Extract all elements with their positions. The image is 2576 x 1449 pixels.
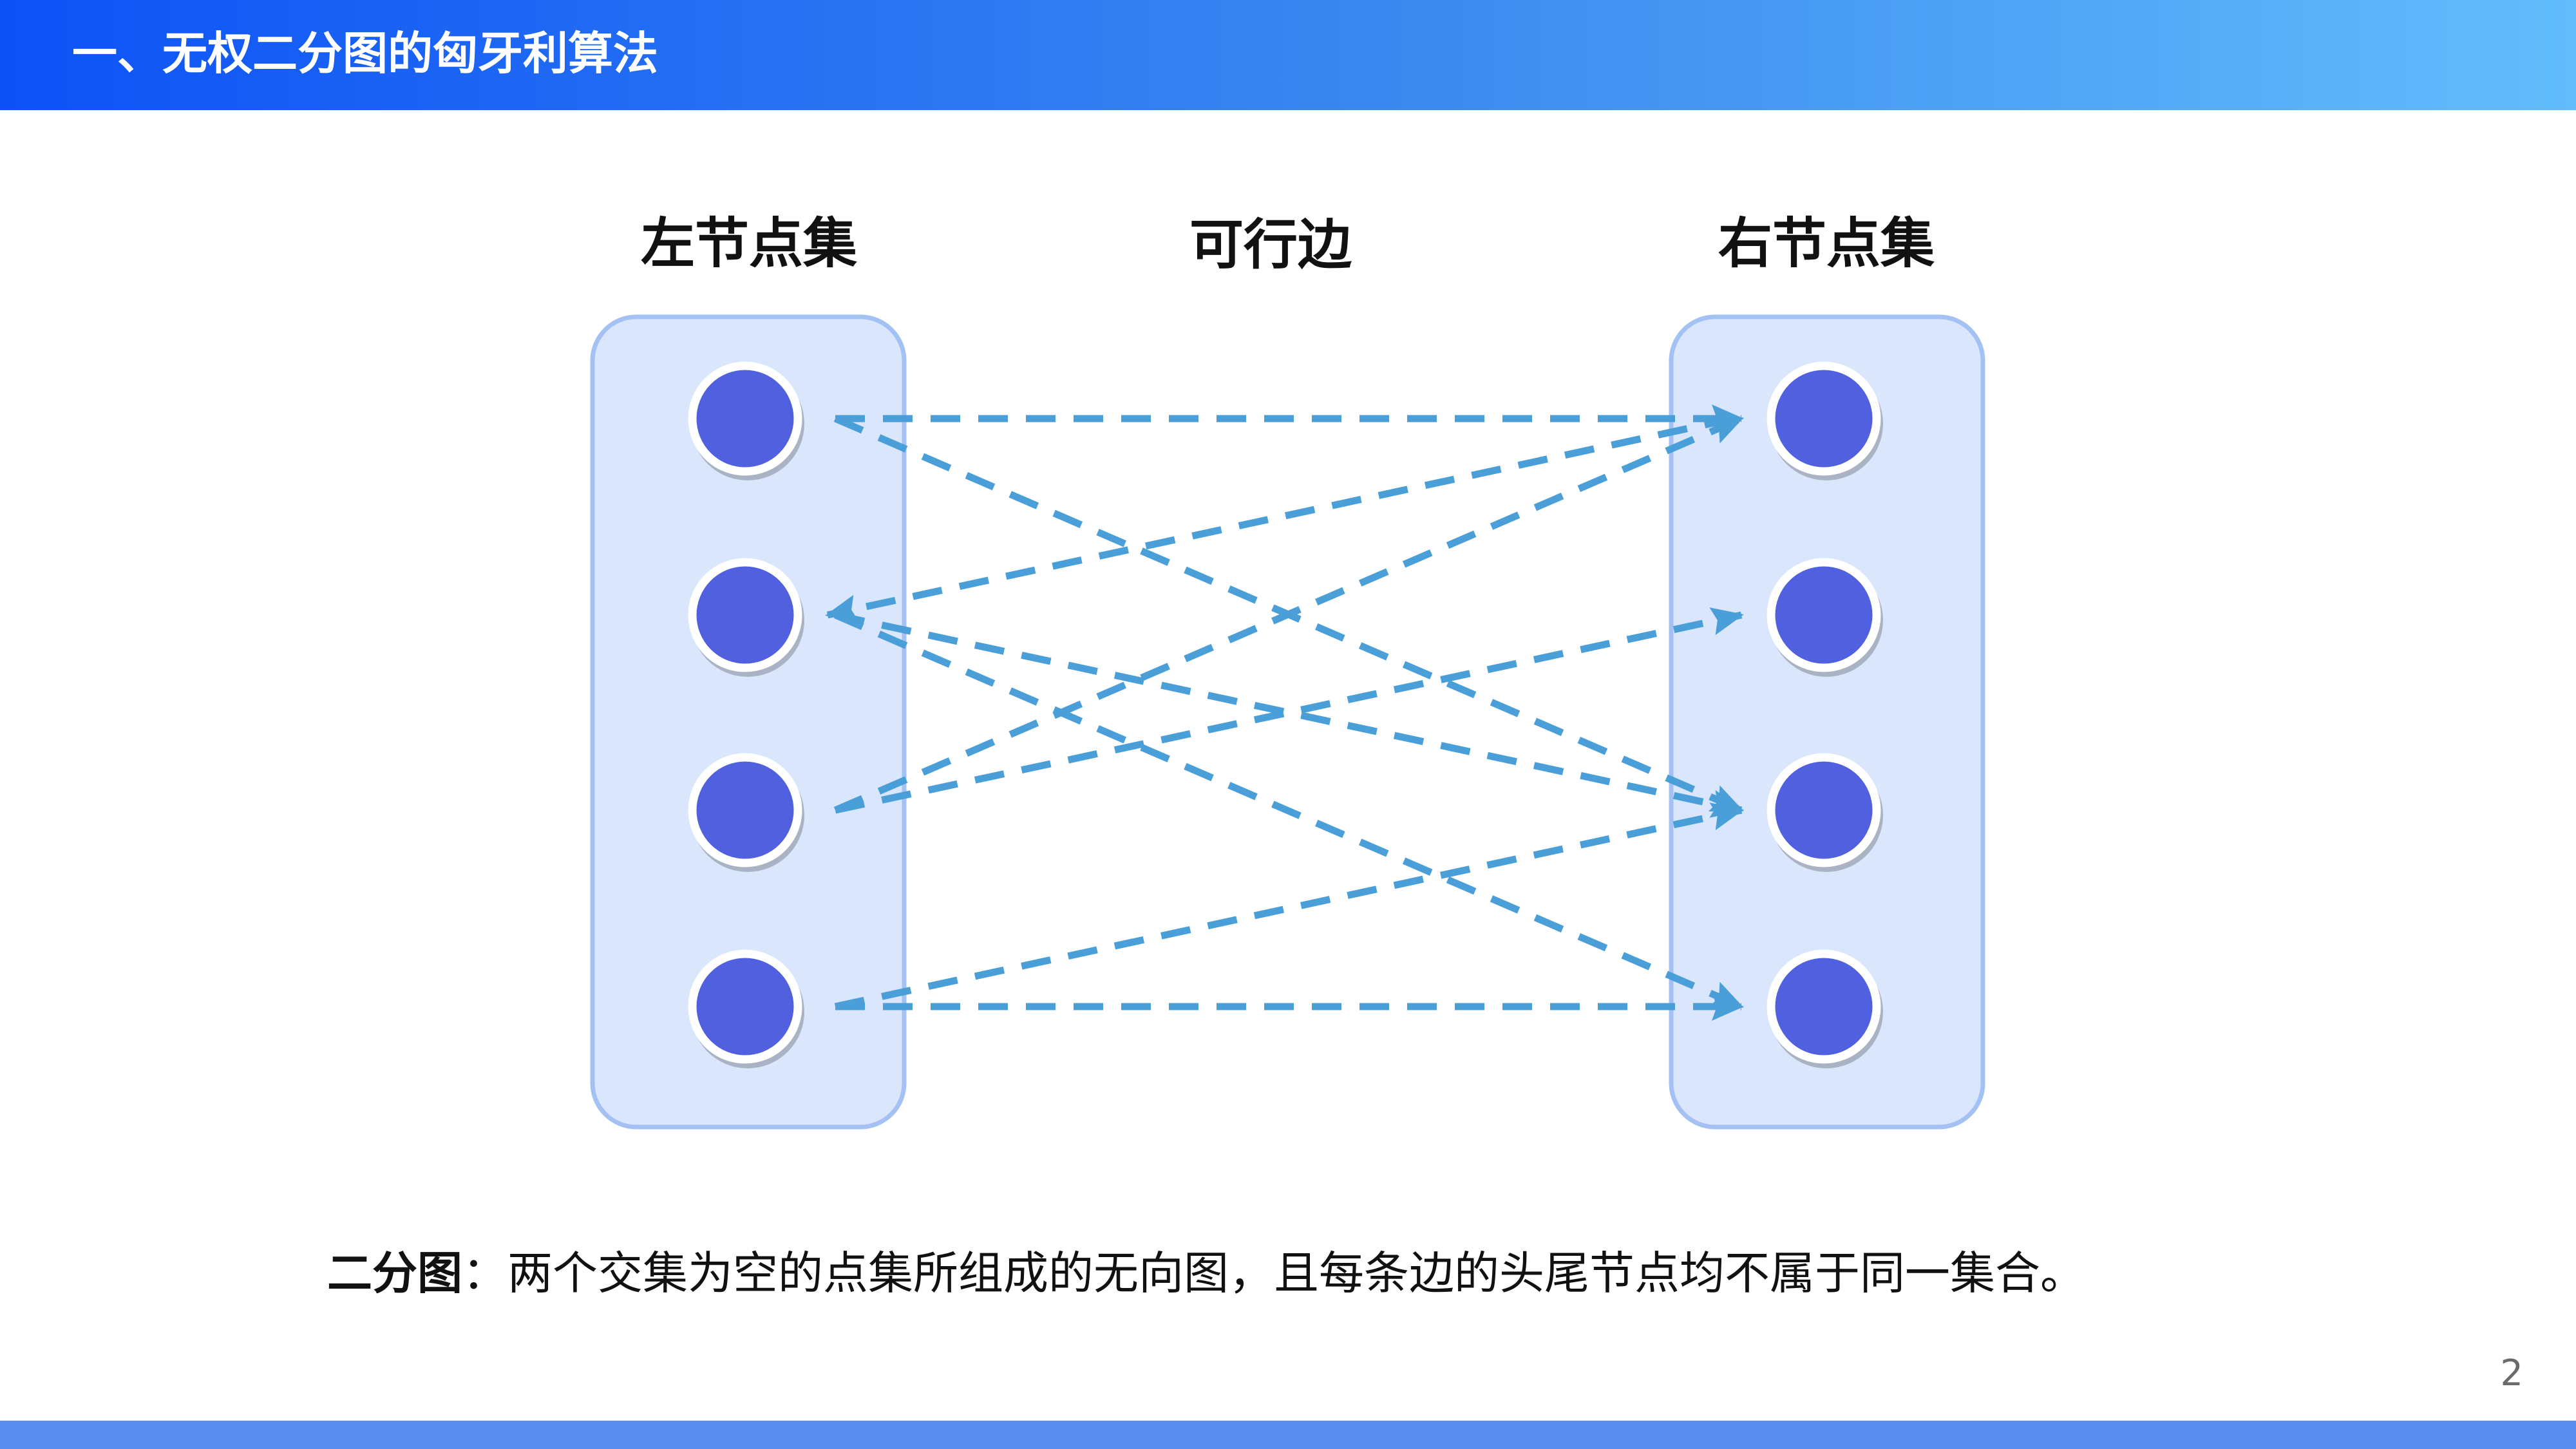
edge-l2-r3 — [834, 611, 1744, 818]
node-circle — [688, 361, 802, 476]
page-number: 2 — [2500, 1352, 2523, 1394]
right-set-label: 右节点集 — [1718, 212, 1935, 275]
node-r4 — [1766, 949, 1883, 1068]
node-l1 — [688, 361, 804, 480]
definition-text: 二分图：两个交集为空的点集所组成的无向图，且每条边的头尾节点均不属于同一集合。 — [327, 1244, 2085, 1302]
node-r2 — [1766, 558, 1883, 677]
definition-body: 两个交集为空的点集所组成的无向图，且每条边的头尾节点均不属于同一集合。 — [507, 1247, 2085, 1300]
node-circle — [688, 753, 802, 867]
left-set-box — [590, 314, 907, 1130]
node-circle — [688, 949, 802, 1064]
left-set-label: 左节点集 — [640, 212, 857, 275]
edges — [825, 404, 1744, 1021]
header-bar: 一、无权二分图的匈牙利算法 — [0, 0, 2576, 110]
node-l3 — [688, 753, 804, 872]
node-l4 — [688, 949, 804, 1068]
node-circle — [1766, 361, 1881, 476]
edge-r1-l2 — [825, 415, 1735, 623]
right-set-box — [1669, 314, 1985, 1130]
definition-separator: ： — [462, 1247, 507, 1300]
edge-l3-r2 — [834, 607, 1744, 814]
edges-label: 可行边 — [1189, 213, 1352, 276]
node-circle — [1766, 753, 1881, 867]
edge-l4-r3 — [834, 802, 1744, 1010]
node-circle — [1766, 558, 1881, 672]
footer-bar — [0, 1421, 2576, 1449]
edge-l2-r4 — [833, 611, 1744, 1010]
node-l2 — [688, 558, 804, 677]
node-r3 — [1766, 753, 1883, 872]
definition-term: 二分图 — [327, 1247, 462, 1300]
node-circle — [1766, 949, 1881, 1064]
node-circle — [688, 558, 802, 672]
node-r1 — [1766, 361, 1883, 480]
edge-l3-r1 — [833, 415, 1744, 814]
slide-title: 一、无权二分图的匈牙利算法 — [72, 27, 658, 80]
nodes — [688, 361, 1883, 1068]
